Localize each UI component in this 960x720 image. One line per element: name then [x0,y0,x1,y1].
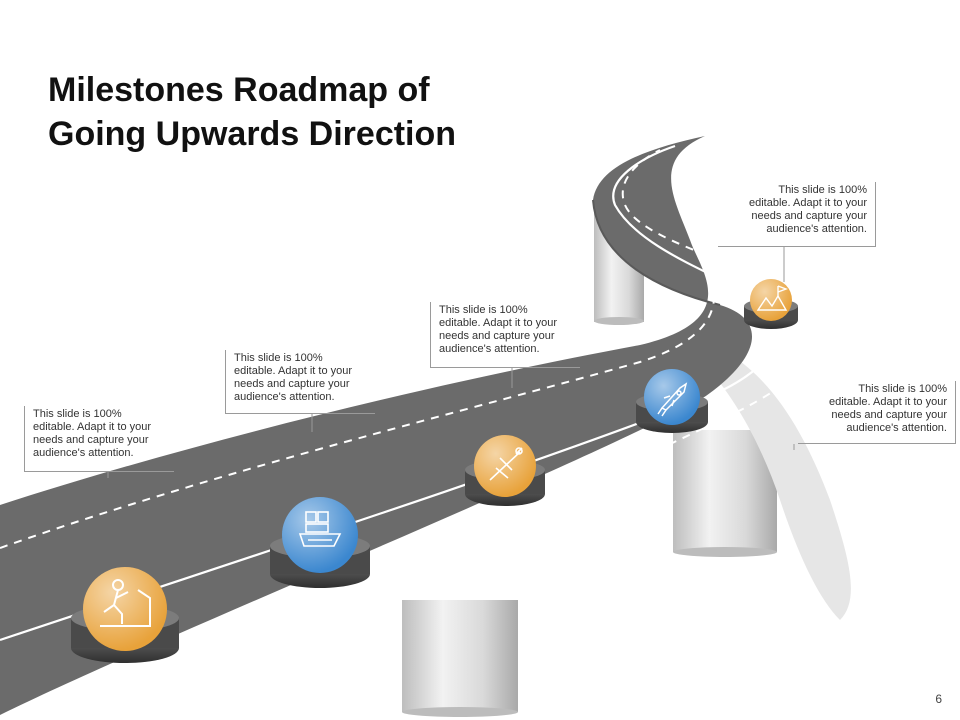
milestone-callout-5: This slide is 100% editable. Adapt it to… [718,182,876,247]
page-number: 6 [935,692,942,706]
milestone-marker[interactable] [744,279,798,329]
pillar [673,547,777,557]
pillar [594,317,644,325]
milestone-callout-1: This slide is 100% editable. Adapt it to… [24,406,174,472]
milestone-callout-3: This slide is 100% editable. Adapt it to… [430,302,580,368]
milestone-callout-2: This slide is 100% editable. Adapt it to… [225,350,375,414]
milestone-callout-4: This slide is 100% editable. Adapt it to… [798,381,956,444]
pillar [402,707,518,717]
pillar [402,600,518,712]
